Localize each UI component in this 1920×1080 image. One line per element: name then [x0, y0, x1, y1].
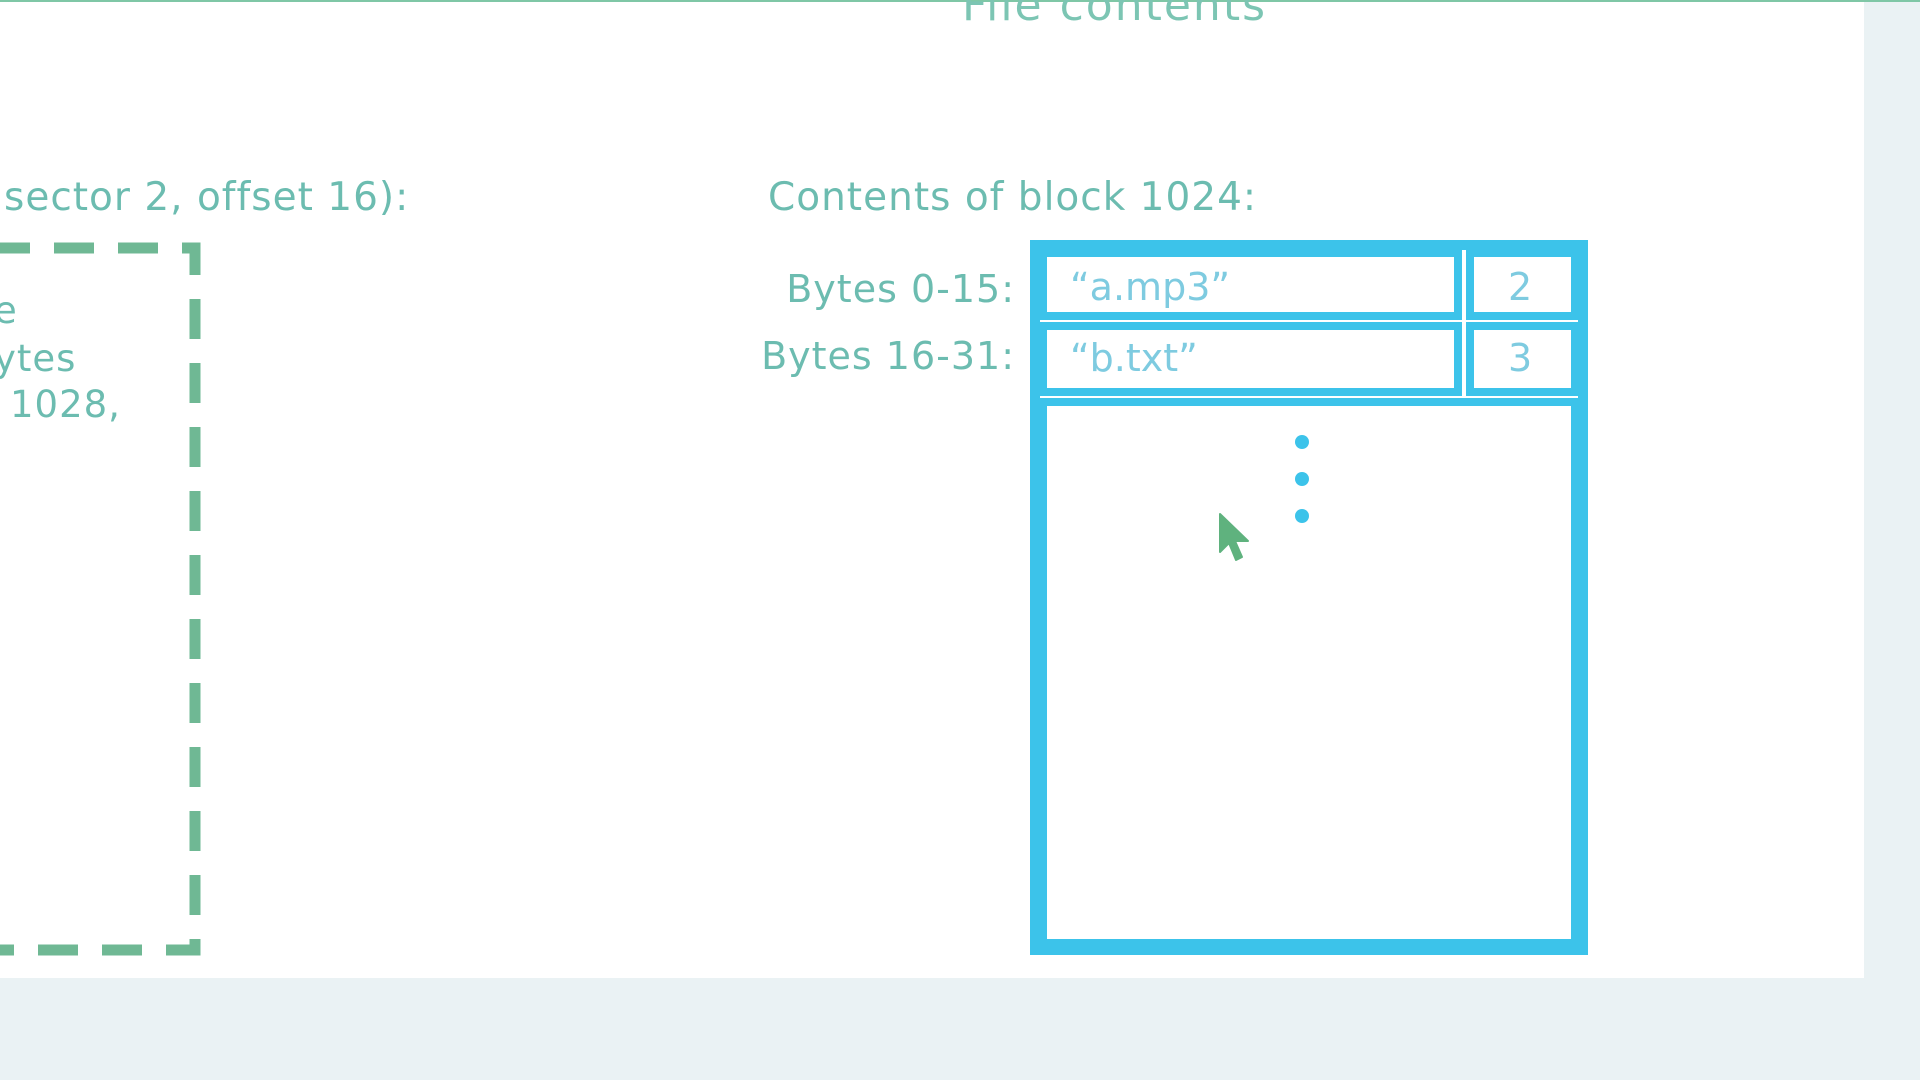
block-1024-frame — [1030, 240, 1588, 955]
row-2-label: Bytes 16-31: — [761, 334, 1015, 378]
block-remaining-area — [1039, 398, 1579, 947]
row-1-name-cell — [1039, 249, 1462, 320]
row-2-name-cell — [1039, 322, 1462, 396]
mouse-pointer-icon — [1219, 513, 1249, 561]
row-2-filename: “b.txt” — [1070, 336, 1198, 380]
row-1-inode-number: 2 — [1508, 265, 1533, 309]
row-2-inode-number: 3 — [1508, 336, 1533, 380]
left-panel-text-fragment: 1028, — [10, 383, 121, 426]
dashed-inode-box — [0, 242, 201, 956]
vertical-ellipsis-icon — [1295, 435, 1309, 523]
row-1-filename: “a.mp3” — [1070, 265, 1231, 309]
slide-canvas — [0, 0, 1864, 978]
left-panel-caption: sector 2, offset 16): — [4, 175, 410, 220]
slide-title: File contents — [962, 0, 1267, 31]
row-2-value-cell — [1466, 322, 1579, 396]
row-1-value-cell — [1466, 249, 1579, 320]
row-1-label: Bytes 0-15: — [786, 267, 1015, 311]
left-panel-text-fragment: e — [0, 289, 18, 332]
top-border — [0, 0, 1920, 2]
block-caption: Contents of block 1024: — [768, 175, 1258, 220]
left-panel-text-fragment: ytes — [0, 337, 77, 380]
